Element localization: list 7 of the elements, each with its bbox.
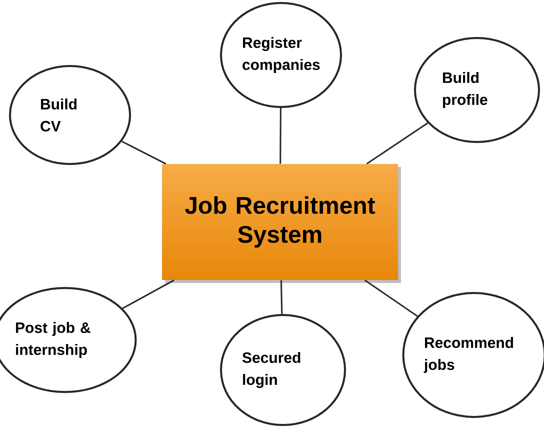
system-box: Job Recruitment System xyxy=(162,164,401,283)
connector-line xyxy=(121,140,166,164)
connector-line xyxy=(122,280,174,310)
connector-line xyxy=(280,280,283,314)
connector-line xyxy=(366,122,428,164)
connector-line xyxy=(280,108,282,164)
connector-line xyxy=(364,280,418,317)
